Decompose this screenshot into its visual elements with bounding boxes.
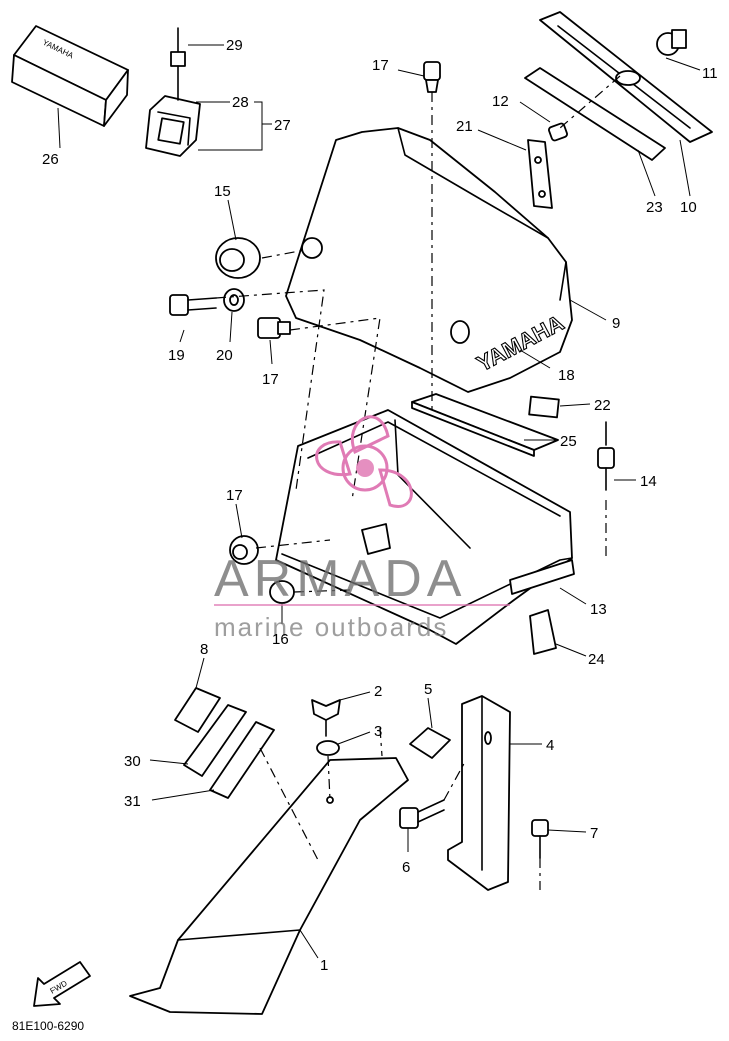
part-10-frame	[539, 11, 713, 143]
callout-8: 8	[200, 641, 208, 658]
callout-4: 4	[546, 737, 554, 754]
part-30-pin	[170, 27, 186, 101]
part-6-bolt	[399, 799, 445, 829]
part-12-grommet	[548, 122, 568, 142]
part-27-box: YAMAHA	[11, 25, 129, 127]
callout-3: 3	[374, 723, 382, 740]
part-8-pad	[174, 687, 221, 733]
part-25-bracket	[529, 609, 557, 655]
part-29-clip	[145, 95, 201, 157]
callout-30: 29	[226, 37, 243, 54]
part-2-wingnut	[311, 699, 341, 737]
callout-11: 11	[702, 65, 718, 82]
part-22-plate	[527, 139, 553, 209]
logo-hub	[356, 459, 374, 477]
callout-20: 19	[168, 347, 185, 364]
watermark-logo	[315, 415, 413, 508]
callout-18: 17	[226, 487, 243, 504]
part-31-pad	[183, 704, 247, 777]
callout-9: 9	[612, 315, 620, 332]
part-5-grommet	[409, 727, 451, 759]
callout-1: 1	[320, 957, 328, 974]
callout-14: 14	[640, 473, 657, 490]
centre-lines	[215, 75, 621, 890]
part-14-pin	[597, 421, 615, 491]
part-3-washer	[316, 740, 340, 756]
callout-13: 13	[590, 601, 607, 618]
callout-17-side: 17	[262, 371, 279, 388]
part-9-top-cowling: YAMAHA	[285, 127, 573, 393]
part-4-bracket	[447, 695, 511, 891]
part-17-bolt-top	[423, 61, 441, 93]
part-1-bottom-plate	[129, 757, 409, 1015]
logo-blade-1	[350, 415, 390, 455]
watermark: ARMADA marine outboards	[214, 415, 510, 642]
callout-15: 15	[214, 183, 231, 200]
part-15-grommet	[215, 237, 323, 279]
callout-12: 12	[492, 93, 509, 110]
leader-lines	[57, 44, 701, 959]
drawing-code: 81E100-6290	[12, 1019, 84, 1033]
watermark-main: ARMADA	[214, 550, 466, 608]
callout-31: 30	[124, 753, 141, 770]
part-24-frame	[524, 67, 666, 161]
callout-29: 28	[232, 94, 249, 111]
callout-5: 5	[424, 681, 432, 698]
callout-10: 10	[680, 199, 697, 216]
callout-26: 25	[560, 433, 577, 450]
part-23-pad	[528, 395, 560, 419]
callout-21: 20	[216, 347, 233, 364]
callout-19: 18	[558, 367, 575, 384]
callout-24: 23	[646, 199, 663, 216]
callout-32: 31	[124, 793, 141, 810]
part-32-pad	[209, 721, 275, 799]
part-7-bolt	[531, 819, 549, 859]
watermark-sub: marine outboards	[214, 612, 448, 642]
part-17-bolt-side	[257, 317, 291, 339]
part-13-bottom-tray	[275, 409, 575, 645]
callout-6: 6	[402, 859, 410, 876]
logo-blade-2	[378, 468, 413, 508]
callout-16: 16	[272, 631, 289, 648]
callout-17-top: 17	[372, 57, 389, 74]
part-11-knob	[656, 29, 687, 56]
callout-28: 27	[274, 117, 291, 134]
callout-27: 26	[42, 151, 59, 168]
part-21-washer	[223, 288, 245, 312]
callout-25: 24	[588, 651, 605, 668]
callout-2: 2	[374, 683, 382, 700]
part-20-bolt	[169, 294, 217, 316]
callout-22: 21	[456, 118, 473, 135]
fwd-arrow: FWD	[33, 961, 91, 1007]
callout-7: 7	[590, 825, 598, 842]
watermark-rule	[214, 604, 510, 606]
callout-23: 22	[594, 397, 611, 414]
logo-blade-3	[315, 440, 352, 477]
callout-labels: 29 28 27 26 17 11 12 21 23 10 15 9 19 20…	[42, 37, 718, 974]
part-18-grommet	[229, 535, 259, 565]
